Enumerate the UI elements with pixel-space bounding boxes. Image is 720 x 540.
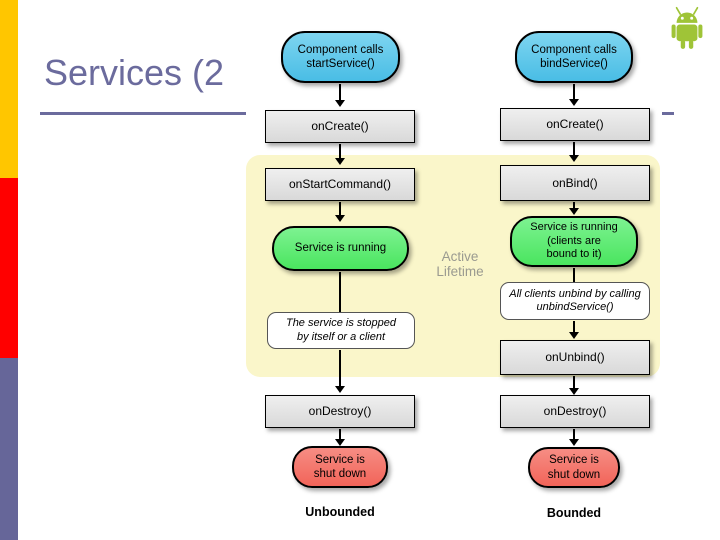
node-service-running-unbounded: Service is running bbox=[272, 226, 409, 271]
node-component-calls-bindservice: Component calls bindService() bbox=[515, 31, 633, 83]
node-service-running-bounded: Service is running (clients are bound to… bbox=[510, 216, 638, 267]
connector-line bbox=[573, 268, 575, 282]
node-oncreate-unbounded: onCreate() bbox=[265, 110, 415, 143]
arrow-down bbox=[569, 84, 579, 106]
arrow-down bbox=[569, 202, 579, 215]
node-onbind: onBind() bbox=[500, 165, 650, 201]
arrow-down bbox=[335, 144, 345, 165]
edge-bar-purple bbox=[0, 358, 18, 540]
column-footer-bounded: Bounded bbox=[546, 506, 602, 520]
arrow-down bbox=[335, 429, 345, 446]
node-clients-unbind-note: All clients unbind by calling unbindServ… bbox=[500, 282, 650, 320]
arrow-down bbox=[569, 142, 579, 162]
connector-line bbox=[339, 272, 341, 312]
node-service-shutdown-bounded: Service is shut down bbox=[528, 447, 620, 488]
node-component-calls-startservice: Component calls startService() bbox=[281, 31, 400, 83]
node-ondestroy-unbounded: onDestroy() bbox=[265, 395, 415, 428]
node-service-stopped-note: The service is stopped by itself or a cl… bbox=[267, 312, 415, 349]
slide-title: Services (2 bbox=[44, 52, 225, 93]
android-robot-icon bbox=[662, 1, 712, 56]
arrow-down bbox=[569, 321, 579, 339]
arrow-down bbox=[569, 429, 579, 446]
node-ondestroy-bounded: onDestroy() bbox=[500, 395, 650, 428]
column-footer-unbounded: Unbounded bbox=[305, 505, 375, 519]
node-oncreate-bounded: onCreate() bbox=[500, 108, 650, 141]
arrow-down bbox=[335, 350, 345, 393]
active-lifetime-label: Active Lifetime bbox=[436, 249, 484, 279]
edge-bar-red bbox=[0, 178, 18, 358]
node-onunbind: onUnbind() bbox=[500, 340, 650, 375]
arrow-down bbox=[569, 376, 579, 395]
arrow-down bbox=[335, 202, 345, 222]
node-onstartcommand: onStartCommand() bbox=[265, 168, 415, 201]
arrow-down bbox=[335, 84, 345, 107]
edge-bar-yellow bbox=[0, 0, 18, 178]
node-service-shutdown-unbounded: Service is shut down bbox=[292, 446, 388, 488]
